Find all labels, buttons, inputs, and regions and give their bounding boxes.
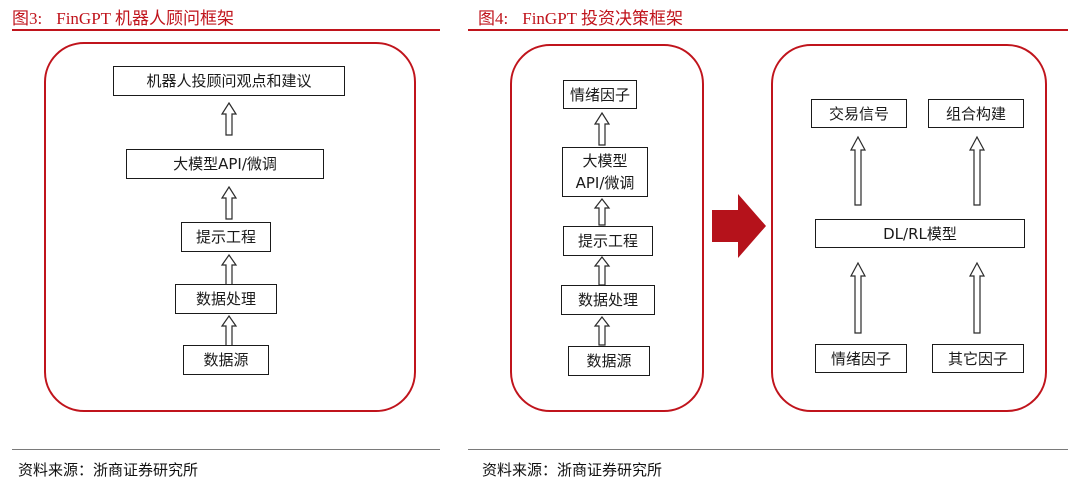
figure3-title-text: FinGPT 机器人顾问框架	[56, 9, 234, 28]
solid-right-arrow-icon	[712, 194, 766, 258]
figure4-node-prompt: 提示工程	[563, 226, 653, 256]
figure4-node-llm-line1: 大模型	[582, 152, 628, 170]
hollow-up-arrow-icon	[593, 198, 611, 226]
hollow-up-arrow-icon	[593, 111, 611, 146]
hollow-up-arrow-icon	[593, 256, 611, 286]
figure3-footer-rule	[12, 449, 440, 450]
figure4-node-model: DL/RL模型	[815, 219, 1025, 248]
figure4-node-portfolio: 组合构建	[928, 99, 1024, 128]
hollow-up-arrow-icon	[849, 135, 867, 206]
hollow-up-arrow-icon	[968, 261, 986, 334]
figure3-node-llm: 大模型API/微调	[126, 149, 324, 179]
figure4-node-sentiment-factor: 情绪因子	[815, 344, 907, 373]
hollow-up-arrow-icon	[220, 253, 238, 286]
figure4-source-note: 资料来源：浙商证券研究所	[482, 461, 663, 479]
figure4-node-factor: 情绪因子	[563, 80, 637, 109]
figure4-node-other-factor: 其它因子	[932, 344, 1024, 373]
figure4-title: 图4: FinGPT 投资决策框架	[478, 4, 683, 29]
figure4-number: 图4:	[478, 9, 509, 28]
figure3-node-source: 数据源	[183, 345, 269, 375]
hollow-up-arrow-icon	[220, 101, 238, 136]
figure3-node-processing: 数据处理	[175, 284, 277, 314]
figure3-title: 图3: FinGPT 机器人顾问框架	[12, 4, 234, 29]
figure3-panel	[44, 42, 416, 412]
hollow-up-arrow-icon	[849, 261, 867, 334]
figure3-node-prompt: 提示工程	[181, 222, 271, 252]
hollow-up-arrow-icon	[968, 135, 986, 206]
figure4-node-llm-line2: API/微调	[575, 174, 635, 192]
figure4-node-source: 数据源	[568, 346, 650, 376]
figure3-number: 图3:	[12, 9, 43, 28]
figure4-node-llm: 大模型 API/微调	[562, 147, 648, 197]
hollow-up-arrow-icon	[220, 185, 238, 220]
hollow-up-arrow-icon	[593, 316, 611, 346]
figure4-title-rule	[468, 29, 1068, 31]
figure4-node-trade-signal: 交易信号	[811, 99, 907, 128]
figure4-node-processing: 数据处理	[561, 285, 655, 315]
figure4-left-panel	[510, 44, 704, 412]
figure3-source-note: 资料来源：浙商证券研究所	[18, 461, 199, 479]
figure4-right-panel	[771, 44, 1047, 412]
figure3-title-rule	[12, 29, 440, 31]
figure4-title-text: FinGPT 投资决策框架	[522, 9, 683, 28]
hollow-up-arrow-icon	[220, 314, 238, 347]
figure3-node-advice: 机器人投顾问观点和建议	[113, 66, 345, 96]
figure4-footer-rule	[468, 449, 1068, 450]
